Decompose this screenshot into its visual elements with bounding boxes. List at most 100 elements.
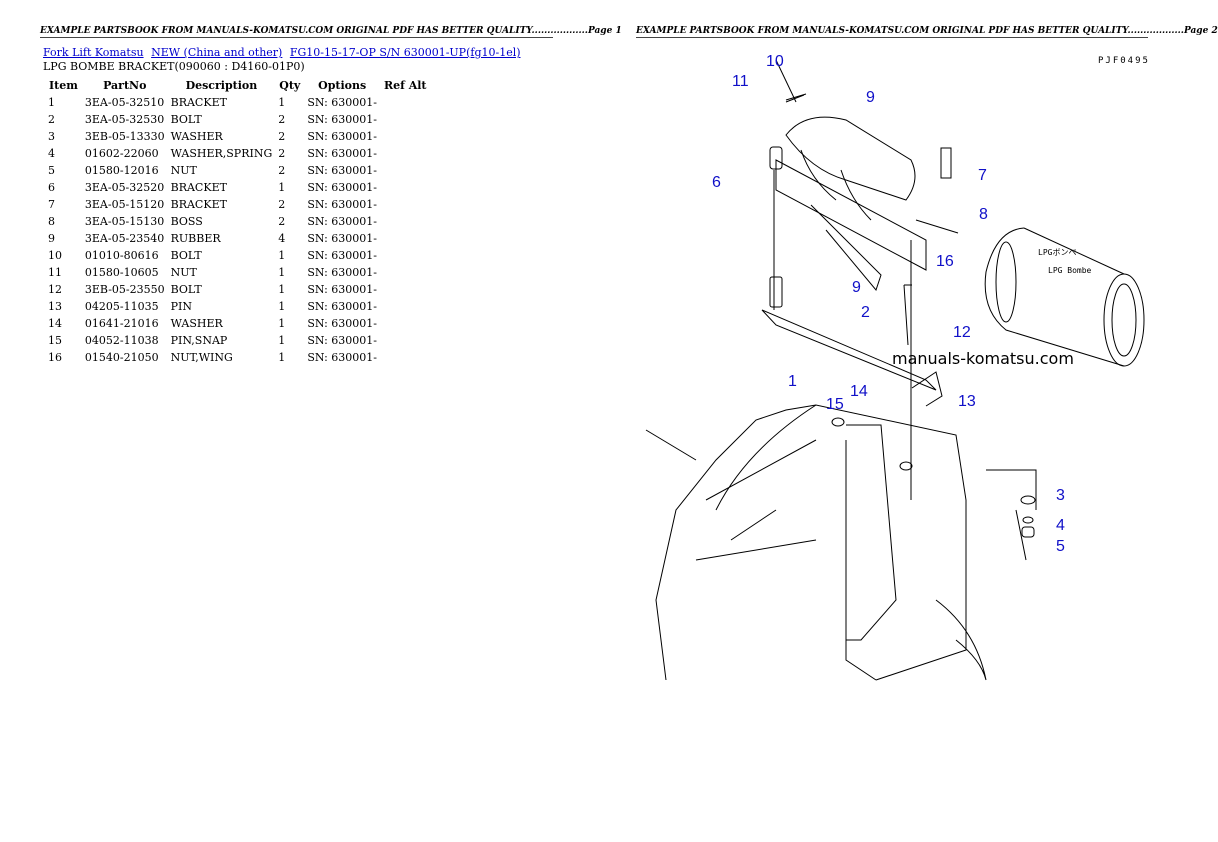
callout-6: 6	[712, 174, 721, 191]
cell-partno: 01641-21016	[84, 317, 159, 330]
cell-partno: 3EA-05-32510	[84, 96, 165, 109]
cell-options: SN: 630001-	[307, 334, 377, 347]
cell-description: WASHER	[170, 317, 223, 330]
callout-4: 4	[1056, 517, 1065, 534]
hardware-parts	[785, 93, 1036, 538]
cell-item: 9	[48, 232, 55, 245]
callout-5: 5	[1056, 538, 1065, 555]
cell-partno: 3EA-05-15130	[84, 215, 165, 228]
diagram-code: PJF0495	[1098, 56, 1150, 66]
cell-description: WASHER	[170, 130, 223, 143]
cell-item: 11	[48, 266, 62, 279]
main-bracket	[761, 276, 943, 407]
cell-partno: 01580-10605	[84, 266, 159, 279]
callout-10: 10	[766, 53, 784, 70]
cell-options: SN: 630001-	[307, 113, 377, 126]
cell-partno: 01540-21050	[84, 351, 159, 364]
cell-description: BRACKET	[170, 181, 227, 194]
cell-refalt	[380, 349, 431, 366]
callout-1: 1	[788, 373, 797, 390]
cell-refalt	[380, 315, 431, 332]
cell-partno: 01010-80616	[84, 249, 159, 262]
watermark: manuals-komatsu.com	[892, 349, 1074, 368]
upper-bracket-assembly	[769, 59, 959, 500]
cell-item: 14	[48, 317, 62, 330]
cell-partno: 3EA-05-15120	[84, 198, 165, 211]
cell-partno: 3EA-05-32530	[84, 113, 165, 126]
cell-refalt	[380, 145, 431, 162]
breadcrumb-link-forklift[interactable]: Fork Lift Komatsu	[43, 46, 144, 59]
cell-qty: 1	[278, 96, 286, 109]
cell-description: BRACKET	[170, 96, 227, 109]
callouts: 10 11 9 6 7 8 16 9 2 12 1 14 15 13 3 4 5	[712, 53, 1065, 555]
callout-7: 7	[978, 167, 987, 184]
cell-item: 3	[48, 130, 55, 143]
cell-refalt	[380, 247, 431, 264]
cell-options: SN: 630001-	[307, 215, 377, 228]
callout-3: 3	[1056, 487, 1065, 504]
cell-item: 12	[48, 283, 62, 296]
callout-8: 8	[979, 206, 988, 223]
cell-partno: 04205-11035	[84, 300, 159, 313]
breadcrumb: Fork Lift Komatsu NEW (China and other) …	[43, 46, 525, 59]
cell-options: SN: 630001-	[307, 96, 377, 109]
cell-options: SN: 630001-	[307, 266, 377, 279]
callout-15: 15	[826, 396, 844, 413]
cell-options: SN: 630001-	[307, 198, 377, 211]
col-options: Options	[318, 78, 367, 92]
breadcrumb-link-model[interactable]: FG10-15-17-OP S/N 630001-UP(fg10-1el)	[289, 46, 521, 59]
cell-refalt	[380, 179, 431, 196]
cell-refalt	[380, 230, 431, 247]
cell-qty: 1	[278, 181, 286, 194]
cell-item: 5	[48, 164, 55, 177]
cell-qty: 1	[278, 334, 286, 347]
callout-9-bottom: 9	[852, 279, 861, 296]
breadcrumb-link-region[interactable]: NEW (China and other)	[151, 46, 283, 59]
cell-description: BOLT	[170, 283, 202, 296]
bombe-label-jp: LPGボンベ	[1038, 248, 1076, 257]
cell-refalt	[380, 111, 431, 128]
cell-qty: 2	[278, 164, 286, 177]
cell-refalt	[380, 94, 431, 111]
cell-partno: 3EB-05-13330	[84, 130, 165, 143]
cell-qty: 2	[278, 130, 286, 143]
callout-13: 13	[958, 393, 976, 410]
cell-refalt	[380, 196, 431, 213]
callout-9-top: 9	[866, 89, 875, 106]
cell-qty: 1	[278, 317, 286, 330]
cell-description: WASHER,SPRING	[170, 147, 273, 160]
cell-options: SN: 630001-	[307, 232, 377, 245]
cell-qty: 4	[278, 232, 286, 245]
cell-refalt	[380, 128, 431, 145]
cell-description: NUT	[170, 266, 197, 279]
cell-description: PIN,SNAP	[170, 334, 228, 347]
cell-partno: 3EA-05-23540	[84, 232, 165, 245]
callout-12: 12	[953, 324, 971, 341]
exploded-parts-diagram: LPGボンベ LPG Bombe	[645, 53, 1145, 681]
page-title: LPG BOMBE BRACKET(090060 : D4160-01P0)	[43, 60, 305, 73]
bombe-label: LPG Bombe	[1048, 266, 1092, 275]
col-description: Description	[185, 78, 258, 92]
forklift-body-outline	[645, 404, 1037, 681]
callout-2: 2	[861, 304, 870, 321]
cell-partno: 04052-11038	[84, 334, 159, 347]
cell-item: 7	[48, 198, 55, 211]
cell-item: 8	[48, 215, 55, 228]
cell-item: 2	[48, 113, 55, 126]
cell-description: BOSS	[170, 215, 203, 228]
cell-options: SN: 630001-	[307, 130, 377, 143]
cell-item: 13	[48, 300, 62, 313]
cell-qty: 1	[278, 283, 286, 296]
cell-refalt	[380, 281, 431, 298]
